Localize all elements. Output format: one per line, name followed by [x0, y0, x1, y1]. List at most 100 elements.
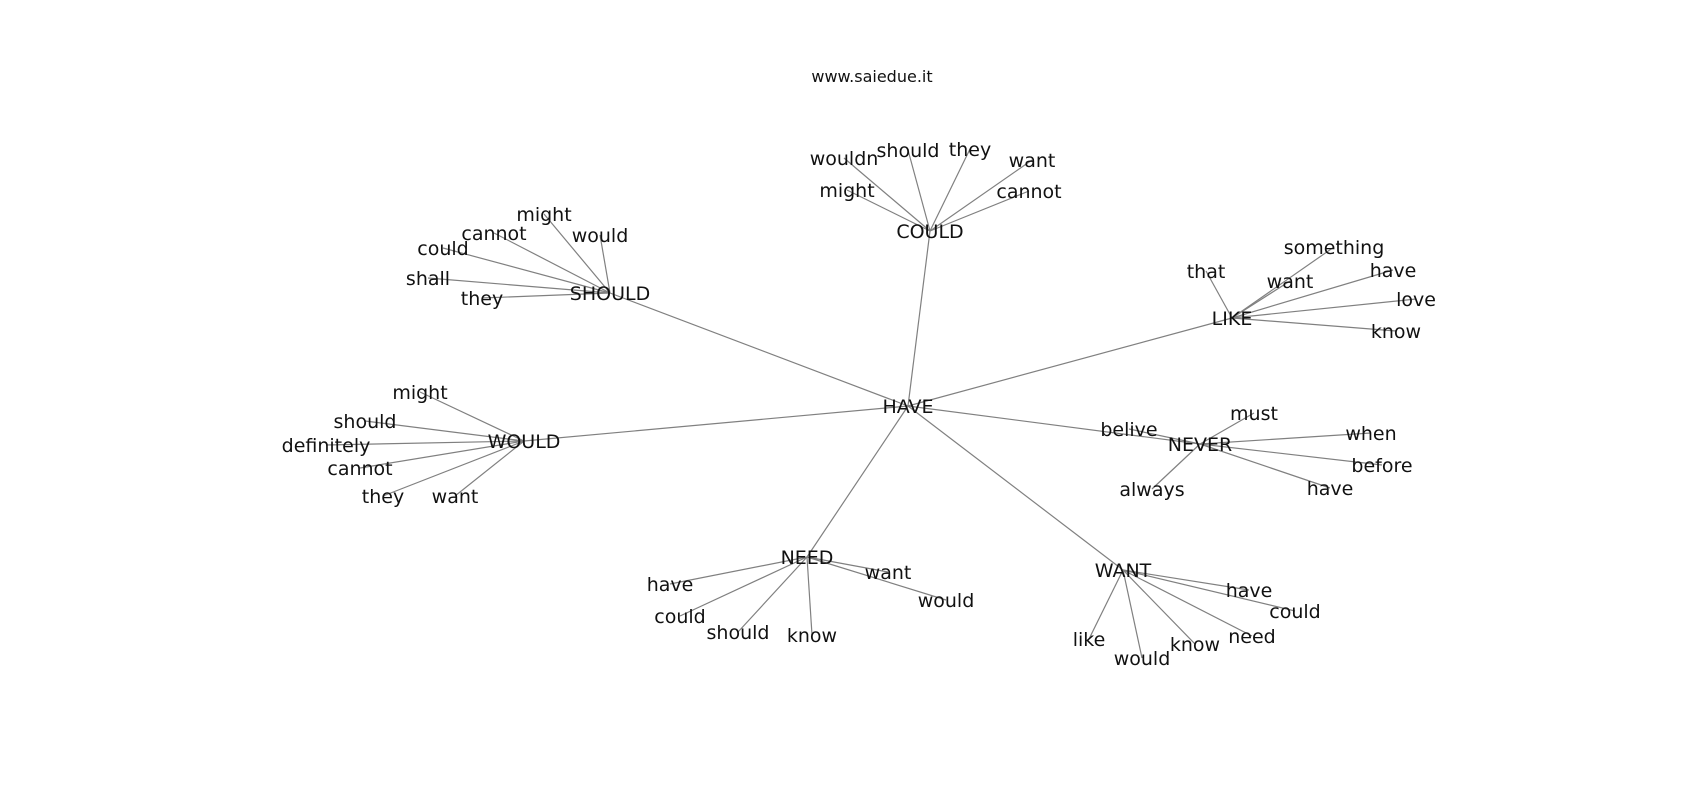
leaf-node-want-like: like: [1073, 629, 1106, 651]
leaf-node-need-know: know: [787, 625, 837, 647]
hub-node-like: LIKE: [1212, 308, 1253, 330]
leaf-node-never-have: have: [1307, 478, 1354, 500]
leaf-node-could-should: should: [877, 140, 940, 162]
edge-could-cannot: [929, 190, 1030, 232]
leaf-node-like-have: have: [1370, 260, 1417, 282]
edge-never-when: [1199, 432, 1372, 445]
edge-like-that: [1205, 270, 1233, 319]
hub-node-should: SHOULD: [570, 283, 650, 305]
leaf-node-never-belive: belive: [1100, 419, 1157, 441]
edge-center-would: [523, 405, 909, 442]
edge-want-need: [1122, 569, 1253, 637]
leaf-node-would-cannot: cannot: [327, 458, 392, 480]
edge-center-need: [806, 405, 909, 558]
graph-edges: [325, 148, 1417, 659]
edge-should-cannot: [493, 232, 611, 294]
site-title: www.saiedue.it: [811, 67, 932, 86]
center-node-have: HAVE: [882, 396, 933, 418]
leaf-node-would-they: they: [362, 486, 404, 508]
edge-like-something: [1231, 246, 1335, 319]
edge-center-could: [907, 230, 931, 407]
edge-like-love: [1231, 298, 1417, 319]
edge-like-want: [1231, 280, 1291, 319]
edge-could-should: [907, 149, 931, 232]
edge-need-could: [679, 556, 808, 617]
edge-should-could: [442, 247, 611, 294]
leaf-node-like-that: that: [1187, 261, 1226, 283]
edge-could-might: [846, 189, 931, 232]
leaf-node-need-could: could: [654, 606, 705, 628]
edge-need-would: [806, 556, 947, 601]
leaf-node-should-would: would: [572, 225, 629, 247]
hub-node-want: WANT: [1095, 560, 1152, 582]
edge-need-should: [737, 556, 808, 633]
edge-want-would: [1122, 569, 1143, 659]
leaf-node-like-want: want: [1267, 271, 1314, 293]
edge-never-have: [1199, 443, 1331, 489]
hub-node-could: COULD: [896, 221, 963, 243]
edge-like-have: [1231, 269, 1394, 319]
leaf-node-would-might: might: [392, 382, 447, 404]
leaf-node-should-might: might: [516, 204, 571, 226]
leaf-node-like-something: something: [1284, 237, 1385, 259]
edge-never-before: [1199, 443, 1383, 466]
edge-should-might: [543, 213, 611, 294]
edge-center-want: [907, 405, 1124, 571]
edge-want-know: [1122, 569, 1196, 645]
leaf-node-never-when: when: [1345, 423, 1396, 445]
edge-would-might: [419, 391, 525, 442]
leaf-node-could-they: they: [949, 139, 991, 161]
edge-could-want: [929, 159, 1033, 232]
edge-need-have: [669, 556, 808, 585]
edge-want-like: [1088, 569, 1124, 640]
edge-would-should: [364, 420, 525, 442]
edge-could-wouldn: [843, 157, 931, 232]
edge-center-like: [907, 317, 1233, 407]
hub-node-never: NEVER: [1168, 434, 1232, 456]
leaf-node-would-want: want: [432, 486, 479, 508]
leaf-node-want-need: need: [1228, 626, 1275, 648]
edge-should-they: [481, 292, 611, 299]
leaf-node-could-cannot: cannot: [996, 181, 1061, 203]
leaf-node-could-want: want: [1009, 150, 1056, 172]
leaf-node-need-want: want: [865, 562, 912, 584]
leaf-node-should-cannot: cannot: [461, 223, 526, 245]
edge-need-want: [806, 556, 889, 573]
leaf-node-should-shall: shall: [406, 268, 450, 290]
edge-center-never: [907, 405, 1201, 445]
edge-never-always: [1151, 443, 1201, 490]
leaf-node-want-have: have: [1226, 580, 1273, 602]
leaf-node-would-definitely: definitely: [282, 435, 371, 457]
leaf-node-could-might: might: [819, 180, 874, 202]
edge-should-shall: [427, 277, 611, 294]
leaf-node-need-have: have: [647, 574, 694, 596]
edge-center-should: [609, 292, 909, 407]
leaf-node-need-would: would: [918, 590, 975, 612]
leaf-node-like-love: love: [1396, 289, 1436, 311]
leaf-node-should-could: could: [417, 238, 468, 260]
leaf-node-want-know: know: [1170, 634, 1220, 656]
edge-should-would: [599, 234, 611, 294]
leaf-node-need-should: should: [707, 622, 770, 644]
edge-could-they: [929, 148, 971, 232]
edge-would-definitely: [325, 440, 525, 446]
edge-need-know: [806, 556, 813, 636]
edge-never-must: [1199, 412, 1255, 445]
leaf-node-never-before: before: [1351, 455, 1412, 477]
edge-would-cannot: [359, 440, 525, 469]
leaf-node-like-know: know: [1371, 321, 1421, 343]
edge-like-know: [1231, 317, 1397, 332]
leaf-node-never-must: must: [1230, 403, 1278, 425]
edge-want-have: [1122, 569, 1250, 591]
edge-never-belive: [1128, 428, 1201, 445]
edge-want-could: [1122, 569, 1296, 612]
leaf-node-could-wouldn: wouldn: [810, 148, 879, 170]
edge-would-want: [454, 440, 525, 497]
hub-node-would: WOULD: [488, 431, 561, 453]
leaf-node-never-always: always: [1119, 479, 1184, 501]
leaf-node-want-would: would: [1114, 648, 1171, 670]
leaf-node-should-they: they: [461, 288, 503, 310]
leaf-node-want-could: could: [1269, 601, 1320, 623]
